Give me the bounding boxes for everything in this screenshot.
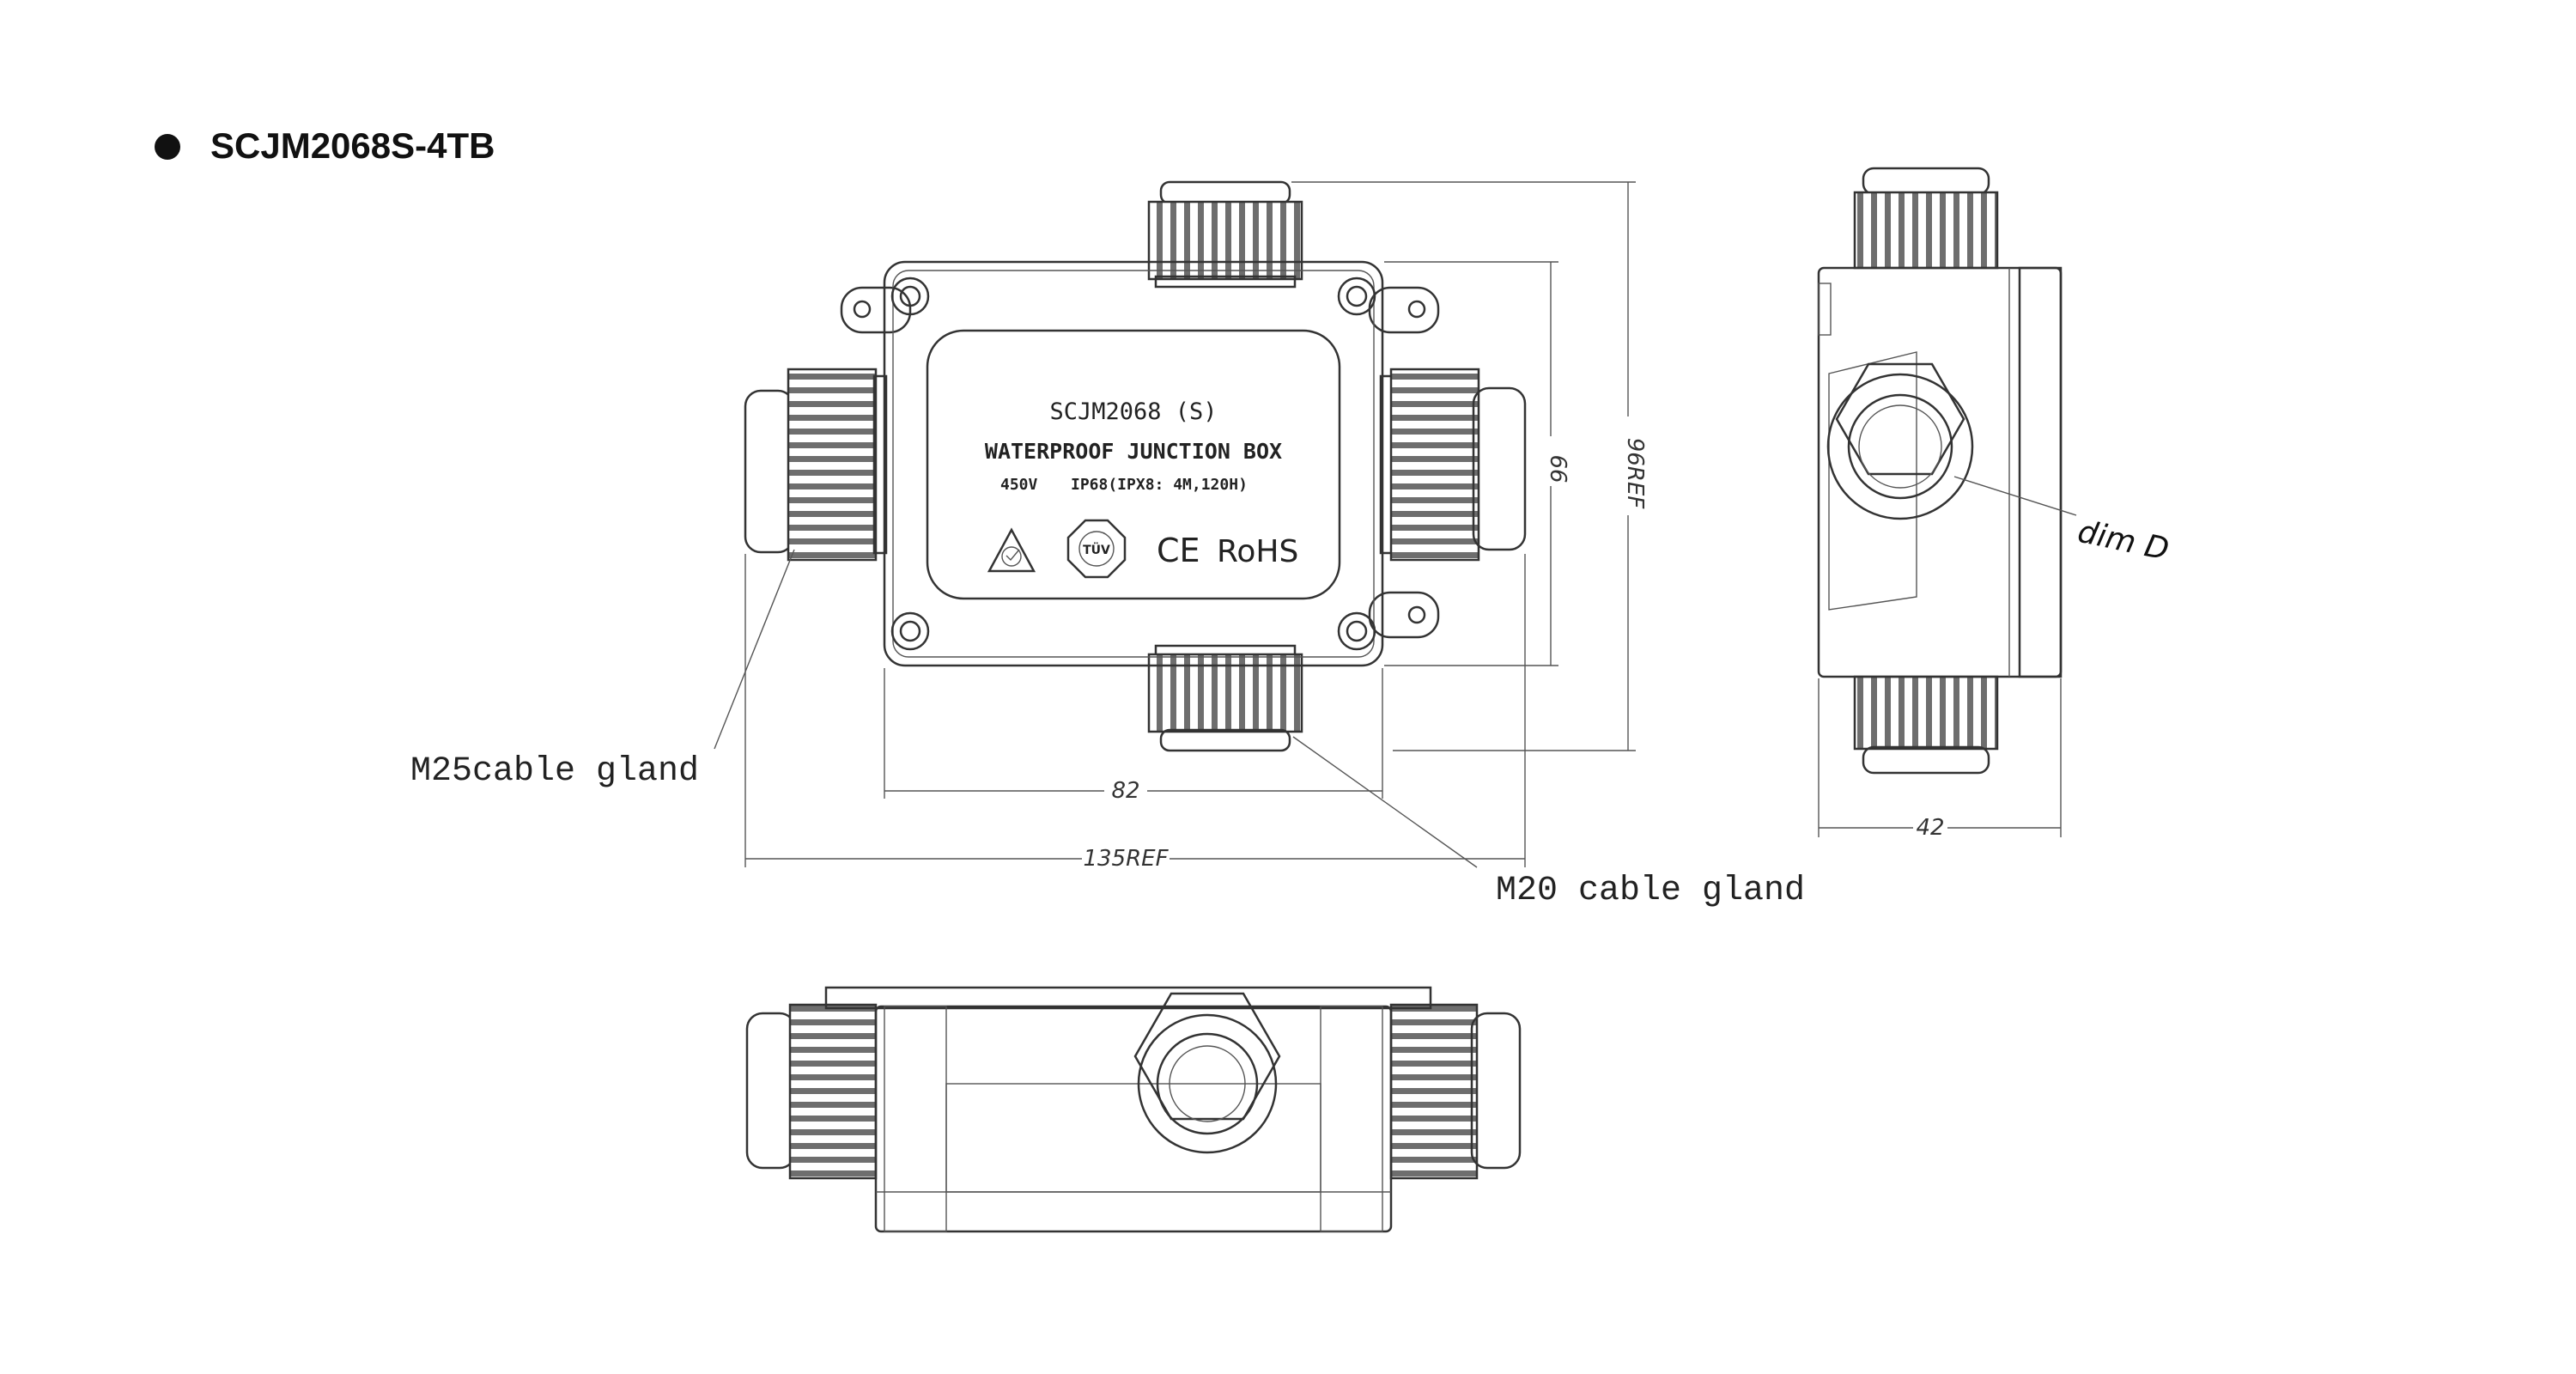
rcm-mark [987, 527, 1036, 573]
label-voltage: 450V [1000, 476, 1038, 494]
ce-mark: CE [1157, 532, 1200, 569]
label-model: SCJM2068 (S) [1049, 398, 1217, 425]
bottom-gland-nut [1133, 992, 1281, 1154]
dim-height-body: 66 [1384, 261, 1571, 666]
bottom-right-gland [1389, 1003, 1522, 1180]
top-cable-gland [1147, 180, 1303, 289]
dim-width-overall: 135REF [744, 554, 1526, 872]
model-title: SCJM2068S-4TB [210, 125, 495, 166]
enclosure-body [883, 260, 1384, 667]
bottom-cable-gland [1147, 644, 1303, 752]
left-cable-gland [744, 368, 888, 562]
bottom-enclosure-body [874, 1005, 1393, 1233]
tuv-mark: TÜV [1066, 519, 1127, 579]
side-bottom-gland [1853, 675, 1999, 775]
dim-width-body: 82 [884, 668, 1383, 804]
side-top-gland [1853, 167, 1999, 270]
bottom-view [745, 986, 1522, 1233]
dim-82: 82 [1111, 778, 1139, 804]
front-view: SCJM2068 (S) WATERPROOF JUNCTION BOX 450… [410, 180, 1805, 910]
bottom-left-gland [745, 1003, 878, 1180]
dim-42: 42 [1916, 815, 1944, 841]
callout-m25: M25cable gland [410, 752, 699, 791]
side-gland-nut [1826, 362, 1974, 520]
bullet-icon [155, 134, 180, 160]
side-view: dim D 42 [1817, 167, 2172, 841]
callout-m20: M20 cable gland [1496, 872, 1805, 910]
label-product-name: WATERPROOF JUNCTION BOX [985, 439, 1282, 464]
corner-screws [890, 277, 1376, 651]
dim-side-depth: 42 [1818, 678, 2062, 841]
dim-height-overall: 96REF [1291, 181, 1648, 751]
tuv-mark-text: TÜV [1083, 542, 1110, 557]
dim-96ref: 96REF [1622, 438, 1648, 510]
rohs-mark: RoHS [1217, 534, 1298, 569]
header: SCJM2068S-4TB [155, 125, 495, 166]
label-rating: IP68(IPX8: 4M,120H) [1071, 476, 1248, 494]
callout-dim-d: dim D [2075, 514, 2172, 568]
right-cable-gland [1379, 368, 1527, 562]
label-panel [926, 329, 1341, 600]
dim-135ref: 135REF [1083, 846, 1169, 872]
dim-66: 66 [1545, 454, 1571, 483]
